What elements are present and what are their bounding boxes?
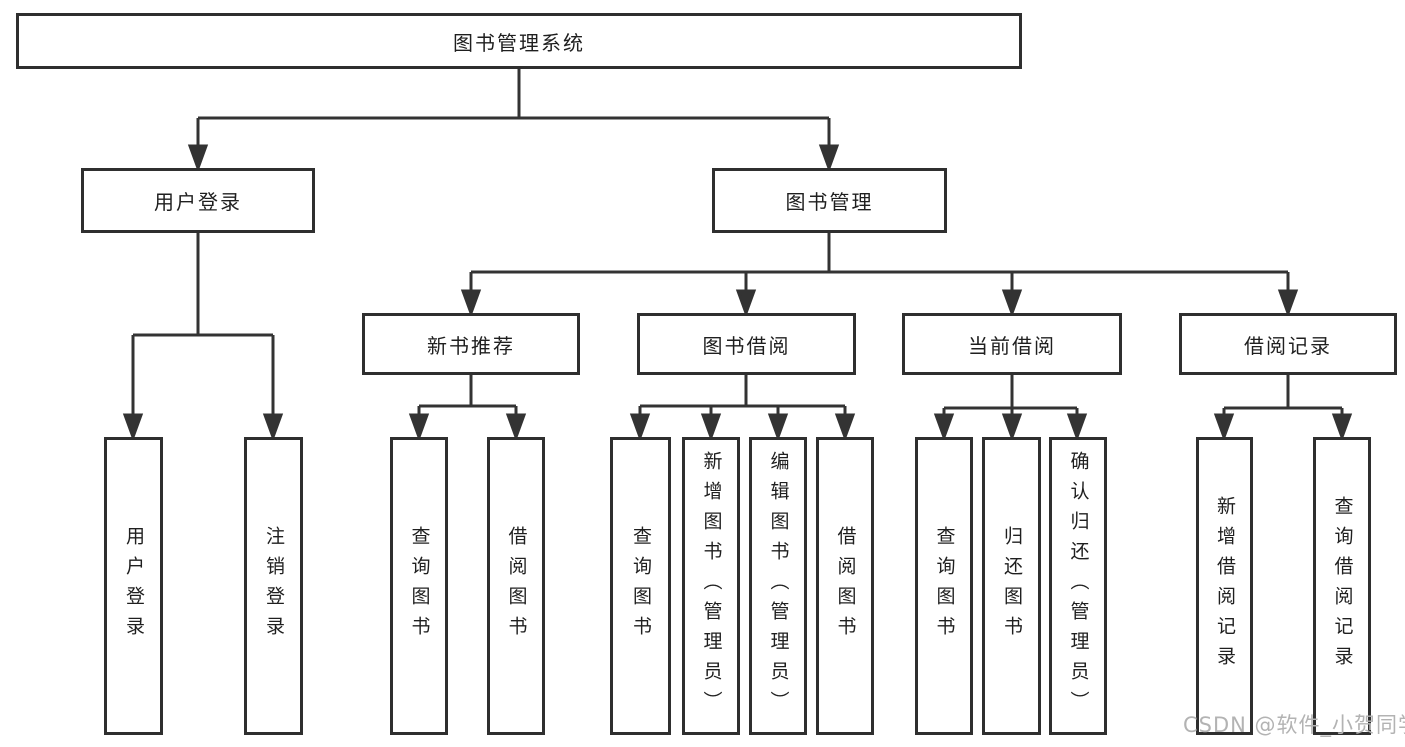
node-new-book-recommendation: 新书推荐 (362, 313, 580, 375)
leaf-return-books: 归还图书 (982, 437, 1041, 735)
leaf-label: 查询图书 (933, 526, 956, 646)
node-label: 借阅记录 (1244, 333, 1332, 358)
leaf-add-borrow-record: 新增借阅记录 (1196, 437, 1253, 735)
leaf-label: 归还图书 (1001, 526, 1023, 646)
leaf-add-books-admin: 新增图书（管理员） (682, 437, 740, 735)
connector-records-to-leaves (1213, 375, 1353, 442)
leaf-label: 借阅图书 (505, 526, 528, 646)
node-label: 用户登录 (154, 190, 242, 214)
node-book-borrowing: 图书借阅 (637, 313, 856, 375)
leaf-label: 编辑图书（管理员） (767, 451, 790, 721)
leaf-label: 用户登录 (123, 526, 145, 646)
node-label: 当前借阅 (968, 333, 1056, 358)
node-borrowing-records: 借阅记录 (1179, 313, 1397, 375)
connector-current-to-leaves (933, 375, 1088, 442)
connector-mgmt-to-level3 (460, 233, 1299, 318)
connector-login-to-leaves (122, 233, 284, 442)
connector-root-to-level2 (187, 68, 840, 173)
leaf-query-books: 查询图书 (390, 437, 448, 735)
connector-recommend-to-leaves (408, 375, 527, 442)
node-current-borrowing: 当前借阅 (902, 313, 1122, 375)
node-book-management: 图书管理 (712, 168, 947, 233)
leaf-logout: 注销登录 (244, 437, 303, 735)
leaf-borrow-books: 借阅图书 (816, 437, 874, 735)
leaf-label: 查询图书 (630, 526, 652, 646)
node-label: 图书管理 (785, 190, 874, 214)
leaf-label: 查询图书 (408, 526, 431, 646)
leaf-label: 新增图书（管理员） (700, 451, 723, 721)
leaf-user-login: 用户登录 (104, 437, 163, 735)
leaf-borrow-books: 借阅图书 (487, 437, 545, 735)
node-label: 新书推荐 (427, 333, 515, 358)
node-label: 图书管理系统 (453, 30, 585, 55)
leaf-label: 新增借阅记录 (1214, 496, 1236, 676)
leaf-label: 注销登录 (263, 526, 285, 646)
leaf-confirm-return-admin: 确认归还（管理员） (1049, 437, 1107, 735)
node-label: 图书借阅 (702, 333, 791, 358)
watermark: CSDN @软件_小贺同学 (1183, 713, 1405, 737)
leaf-query-books: 查询图书 (915, 437, 973, 735)
leaf-label: 查询借阅记录 (1331, 496, 1354, 676)
leaf-label: 确认归还（管理员） (1067, 451, 1090, 721)
leaf-label: 借阅图书 (834, 526, 857, 646)
leaf-edit-books-admin: 编辑图书（管理员） (749, 437, 807, 735)
node-library-management-system: 图书管理系统 (16, 13, 1022, 69)
node-user-login: 用户登录 (81, 168, 315, 233)
leaf-query-borrow-record: 查询借阅记录 (1313, 437, 1371, 735)
leaf-query-books: 查询图书 (610, 437, 671, 735)
connector-borrowing-to-leaves (629, 375, 856, 442)
